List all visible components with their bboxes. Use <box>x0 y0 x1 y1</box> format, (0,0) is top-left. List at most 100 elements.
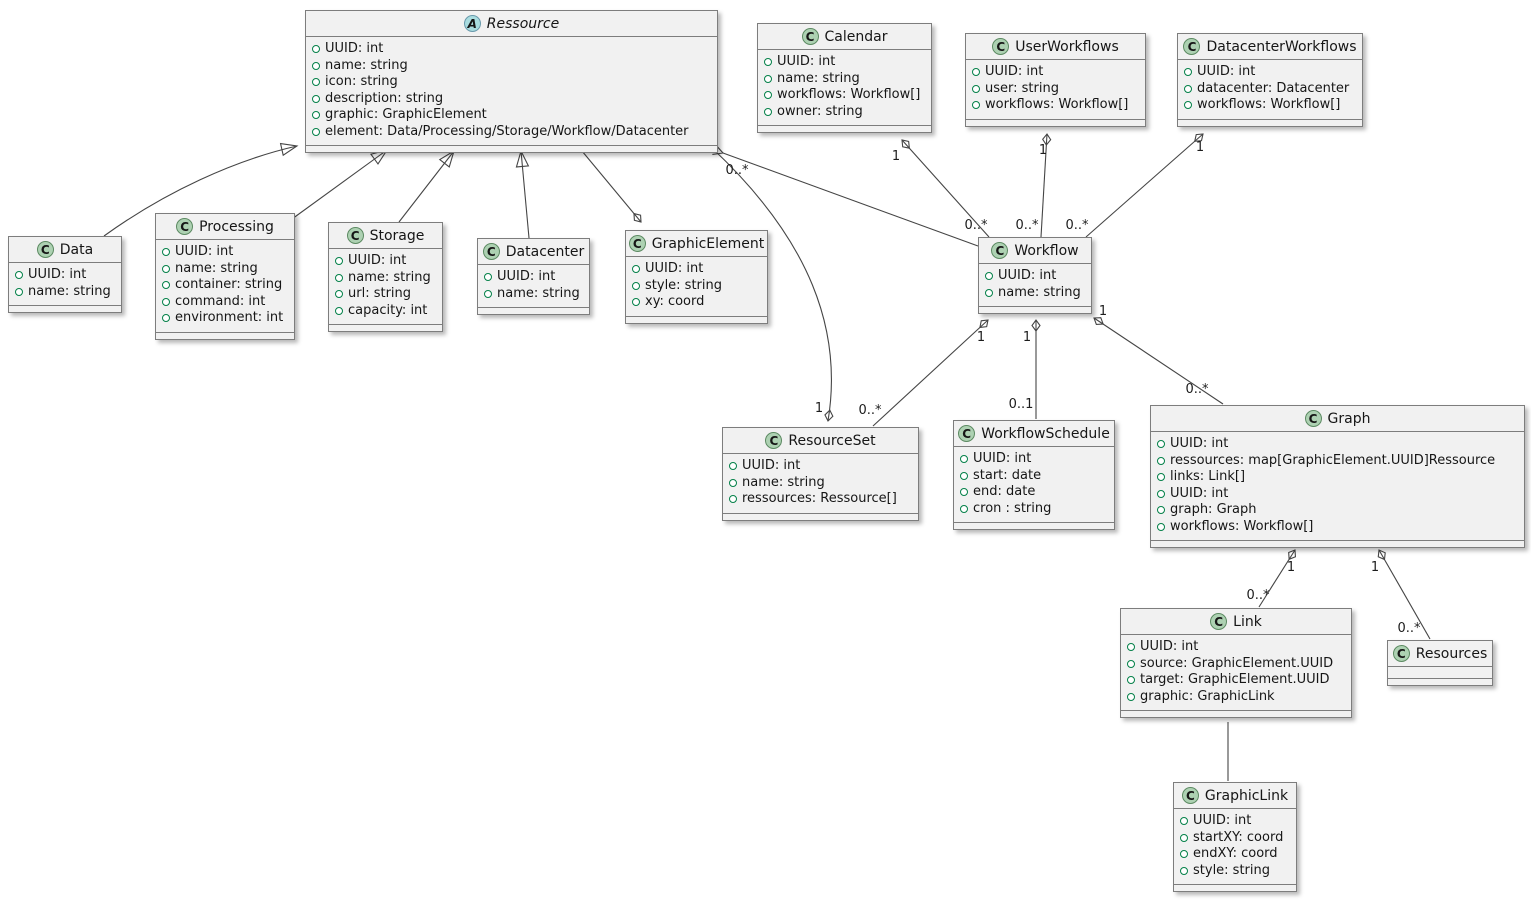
class-workflow: C Workflow UUID: int name: string <box>978 237 1092 314</box>
class-header: C GraphicLink <box>1174 783 1296 809</box>
attribute: UUID: int <box>973 451 1032 466</box>
multiplicity-label: 0..* <box>1185 382 1209 397</box>
class-title: WorkflowSchedule <box>981 425 1110 442</box>
class-title: Workflow <box>1014 242 1079 259</box>
class-ressource: A Ressource UUID: int name: string icon:… <box>305 10 718 153</box>
field-visibility-icon <box>335 257 343 266</box>
class-graph: C Graph UUID: int ressources: map[Graphi… <box>1150 405 1525 548</box>
methods-compartment <box>1151 540 1524 547</box>
field-visibility-icon <box>1127 659 1135 668</box>
class-header: A Ressource <box>306 11 717 37</box>
attribute-row: UUID: int <box>764 54 924 71</box>
attribute-row: graph: Graph <box>1157 502 1517 519</box>
multiplicity-label: 1 <box>1039 143 1047 158</box>
attribute-row: datacenter: Datacenter <box>1184 81 1355 98</box>
attribute: ressources: map[GraphicElement.UUID]Ress… <box>1170 452 1496 468</box>
field-visibility-icon <box>632 281 640 290</box>
attribute-row: UUID: int <box>729 458 911 475</box>
attribute-row: UUID: int <box>1184 64 1355 81</box>
attribute-row: source: GraphicElement.UUID <box>1127 656 1344 673</box>
class-badge-icon: C <box>1392 645 1410 662</box>
attribute: icon: string <box>325 74 398 89</box>
field-visibility-icon <box>1184 68 1192 77</box>
attribute: xy: coord <box>645 294 705 309</box>
field-visibility-icon <box>764 74 772 83</box>
attribute-row: style: string <box>1180 863 1289 880</box>
attribute-row: UUID: int <box>1157 436 1517 453</box>
field-visibility-icon <box>335 290 343 299</box>
methods-compartment <box>329 324 442 331</box>
attribute: graph: Graph <box>1170 502 1257 517</box>
attribute-row: command: int <box>162 294 287 311</box>
field-visibility-icon <box>764 107 772 116</box>
attribute-row: ressources: map[GraphicElement.UUID]Ress… <box>1157 453 1517 470</box>
methods-compartment <box>723 512 918 520</box>
class-title: Graph <box>1327 410 1371 427</box>
inheritance-storage-ressource <box>398 149 455 223</box>
attribute-row: icon: string <box>312 74 710 91</box>
attribute-row: name: string <box>729 475 911 492</box>
multiplicity-label: 0..* <box>1015 218 1039 233</box>
class-title: UserWorkflows <box>1015 38 1119 55</box>
attributes-compartment-empty <box>1388 667 1492 678</box>
field-visibility-icon <box>1184 84 1192 93</box>
methods-compartment <box>966 118 1145 126</box>
field-visibility-icon <box>484 289 492 298</box>
methods-compartment <box>478 307 589 314</box>
class-badge-icon: C <box>346 227 364 244</box>
field-visibility-icon <box>1157 440 1165 449</box>
class-badge-icon: C <box>991 242 1009 259</box>
field-visibility-icon <box>312 61 320 70</box>
attribute-row: name: string <box>335 270 435 287</box>
class-badge-icon: C <box>1210 613 1228 630</box>
aggregation-resourceset-ressource <box>711 147 834 422</box>
methods-compartment <box>626 315 767 323</box>
attribute-row: UUID: int <box>162 244 287 261</box>
attribute-row: url: string <box>335 286 435 303</box>
class-badge-icon: C <box>801 28 819 45</box>
field-visibility-icon <box>1180 817 1188 826</box>
aggregation-workflow-graph <box>1093 317 1224 405</box>
attribute-row: element: Data/Processing/Storage/Workflo… <box>312 124 710 141</box>
methods-compartment <box>1178 118 1362 126</box>
attribute-row: UUID: int <box>335 253 435 270</box>
class-graphiclink: C GraphicLink UUID: int startXY: coord e… <box>1173 782 1297 892</box>
attribute-row: graphic: GraphicLink <box>1127 689 1344 706</box>
field-visibility-icon <box>1180 833 1188 842</box>
class-storage: C Storage UUID: int name: string url: st… <box>328 222 443 332</box>
field-visibility-icon <box>15 271 23 280</box>
attribute-row: xy: coord <box>632 294 760 311</box>
field-visibility-icon <box>972 84 980 93</box>
methods-compartment <box>954 522 1114 529</box>
attribute: endXY: coord <box>1193 846 1278 861</box>
attribute-row: name: string <box>985 285 1084 302</box>
attribute: style: string <box>1193 862 1271 878</box>
multiplicity-label: 0..* <box>1397 621 1421 636</box>
class-header: C ResourceSet <box>723 428 918 454</box>
class-title: Data <box>59 241 94 258</box>
multiplicity-label: 1 <box>1099 304 1107 319</box>
field-visibility-icon <box>632 265 640 274</box>
attribute-row: target: GraphicElement.UUID <box>1127 672 1344 689</box>
attribute-row: UUID: int <box>985 268 1084 285</box>
class-badge-icon: C <box>958 425 976 442</box>
attribute-row: endXY: coord <box>1180 846 1289 863</box>
aggregation-calendar-workflow <box>901 139 990 238</box>
field-visibility-icon <box>162 314 170 323</box>
attribute: ressources: Ressource[] <box>742 491 897 506</box>
attribute: UUID: int <box>1140 639 1199 654</box>
class-badge-icon: C <box>1181 787 1199 804</box>
field-visibility-icon <box>729 495 737 504</box>
attribute-row: name: string <box>162 261 287 278</box>
multiplicity-label: 1 <box>1023 330 1031 345</box>
attribute-row: user: string <box>972 81 1138 98</box>
methods-compartment <box>758 125 931 132</box>
methods-compartment <box>1388 678 1492 685</box>
methods-compartment <box>979 306 1091 313</box>
field-visibility-icon <box>1127 676 1135 685</box>
attribute: description: string <box>325 90 444 106</box>
attribute-row: owner: string <box>764 104 924 121</box>
field-visibility-icon <box>729 478 737 487</box>
multiplicity-label: 1 <box>815 401 823 416</box>
